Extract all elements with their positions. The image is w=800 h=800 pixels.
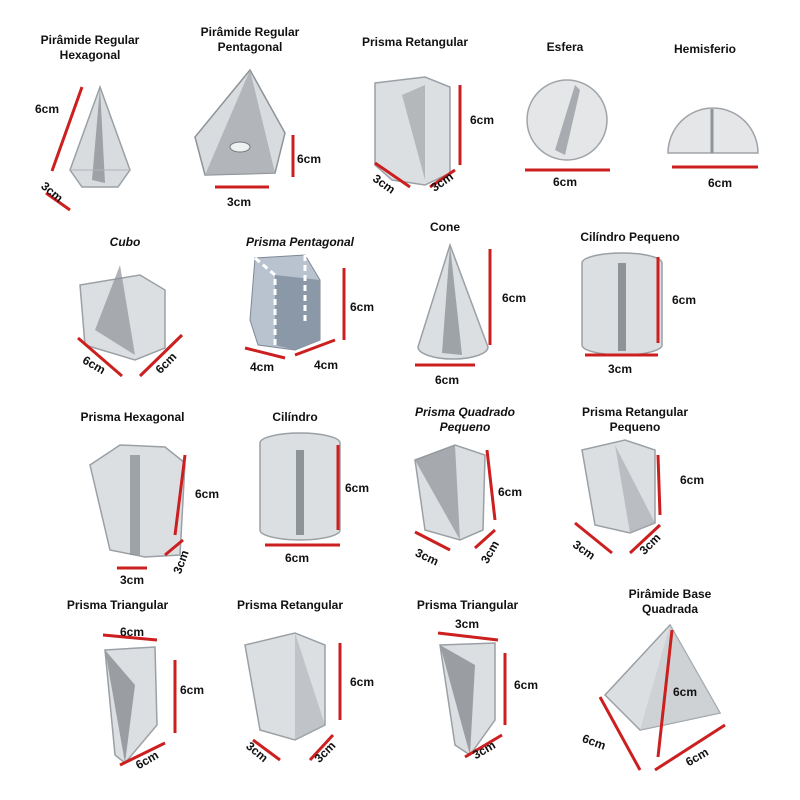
dimension-label: 6cm: [285, 551, 310, 565]
pentagonal-pyramid-icon: [194, 68, 295, 189]
rectangular-prism-icon: [374, 76, 462, 189]
shape-card-hemisphere: Hemisferio 6cm: [650, 25, 800, 225]
shape-card-hexagonal-prism: Prisma Hexagonal 6cm 3cm 3cm: [45, 405, 245, 605]
dimension-label: 3cm: [608, 362, 633, 376]
dimension-label: 6cm: [708, 176, 733, 190]
shape-title: Esfera: [546, 40, 584, 54]
dimension-label: 6cm: [514, 678, 539, 692]
hemisphere-icon: [667, 107, 759, 169]
shape-card-triangular-prism-2: Prisma Triangular 3cm 6cm 3cm: [400, 595, 600, 795]
shape-card-cylinder: Cilíndro 6cm 6cm: [240, 405, 400, 605]
sphere-icon: [525, 79, 610, 172]
dimension-label: 6cm: [435, 373, 460, 387]
shape-title: Cilíndro: [272, 410, 318, 424]
shape-title: Prisma Retangular: [361, 35, 469, 49]
dimension-label: 6cm: [498, 485, 523, 499]
dimension-label: 6cm: [672, 293, 697, 307]
cone-icon: [415, 242, 492, 367]
shape-card-sphere: Esfera 6cm: [515, 25, 645, 225]
dimension-label: 6cm: [195, 487, 220, 501]
small-rectangular-prism-icon: [574, 439, 662, 555]
shape-card-cube: Cubo 6cm 6cm: [40, 230, 240, 430]
dimension-label: 6cm: [35, 102, 60, 116]
shape-title: Cone: [430, 220, 460, 234]
dimension-label: 6cm: [502, 291, 527, 305]
cube-icon: [77, 265, 184, 378]
dimension-label: 6cm: [673, 685, 698, 699]
shape-card-small-cylinder: Cilíndro Pequeno 6cm 3cm: [560, 225, 740, 425]
dimension-label: 6cm: [350, 300, 375, 314]
shape-card-rectangular-prism: Prisma Retangular 6cm 3cm 3cm: [330, 25, 500, 225]
dimension-label: 6cm: [553, 175, 578, 189]
cylinder-icon: [259, 432, 341, 547]
triangular-prism-icon: [102, 633, 177, 767]
dimension-label: 4cm: [314, 358, 339, 372]
dimension-label: 6cm: [345, 481, 370, 495]
shape-card-triangular-prism-1: Prisma Triangular 6cm 6cm 6cm: [45, 595, 245, 795]
shape-card-cone: Cone 6cm 6cm: [380, 215, 540, 415]
dimension-label: 6cm: [120, 625, 145, 639]
dimension-label: 3cm: [120, 573, 145, 587]
shape-title: Hemisferio: [673, 42, 737, 56]
dimension-label: 6cm: [297, 152, 322, 166]
shape-card-pentagonal-prism: Prisma Pentagonal 6cm 4cm 4cm: [200, 230, 400, 430]
hexagonal-pyramid-icon: [45, 84, 131, 212]
shape-title: Cubo: [109, 235, 141, 249]
dimension-label: 4cm: [250, 360, 275, 374]
shape-title: Prisma Triangular: [66, 598, 169, 612]
shape-title: Prisma Hexagonal: [80, 410, 185, 424]
dimension-label: 3cm: [227, 195, 252, 209]
shape-title: Prisma Retangular: [236, 598, 344, 612]
shape-title: Prisma Triangular: [416, 598, 519, 612]
hexagonal-prism-icon: [89, 444, 187, 570]
triangular-prism-icon: [437, 631, 507, 759]
square-pyramid-icon: [598, 623, 726, 772]
shape-title: Prisma Pentagonal: [245, 235, 355, 249]
pentagonal-prism-icon: [244, 254, 346, 360]
small-cylinder-icon: [581, 252, 663, 357]
small-square-prism-icon: [414, 444, 497, 552]
dimension-label: 6cm: [470, 113, 495, 127]
dimension-label: 6cm: [350, 675, 375, 689]
rectangular-prism-icon: [244, 632, 342, 762]
dimension-label: 3cm: [455, 617, 480, 631]
shape-card-rectangular-prism-2: Prisma Retangular 6cm 3cm 3cm: [225, 595, 425, 795]
dimension-label: 6cm: [680, 473, 705, 487]
dimension-label: 6cm: [180, 683, 205, 697]
shape-title: Cilíndro Pequeno: [580, 230, 680, 244]
